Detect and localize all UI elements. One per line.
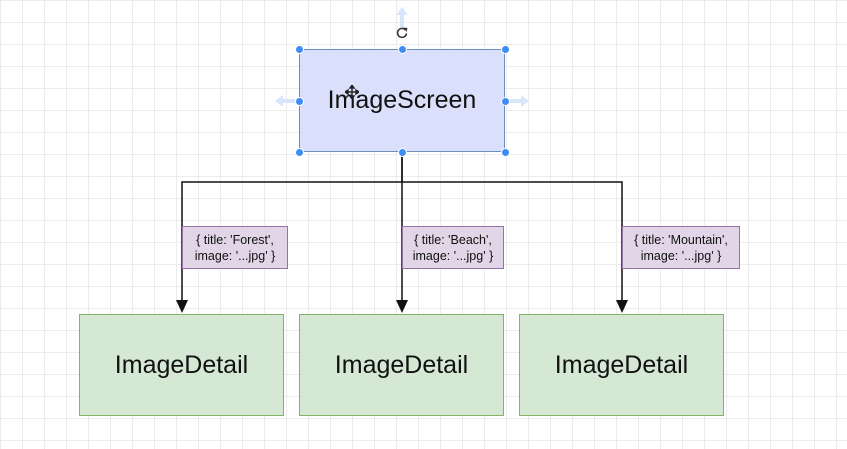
edge-label-mountain[interactable]: { title: 'Mountain', image: '...jpg' } [622,226,740,269]
image-detail-node[interactable]: ImageDetail [299,314,504,416]
rotate-icon[interactable] [395,26,409,40]
selection-handle[interactable] [295,97,304,106]
edge-label-line: image: '...jpg' } [640,248,722,263]
selection-handle[interactable] [398,148,407,157]
edge-label-line: { title: 'Beach', [414,232,492,247]
selection-handle[interactable] [295,148,304,157]
arrowhead-forest [176,300,188,313]
hover-arrow-icon[interactable] [274,93,296,109]
image-detail-node[interactable]: ImageDetail [79,314,284,416]
image-detail-label: ImageDetail [114,350,249,379]
edge-label-forest[interactable]: { title: 'Forest', image: '...jpg' } [182,226,288,269]
image-detail-label: ImageDetail [334,350,469,379]
hover-arrow-icon[interactable] [394,6,410,28]
arrowhead-mountain [616,300,628,313]
selection-handle[interactable] [295,45,304,54]
edge-label-line: { title: 'Forest', [196,232,274,247]
arrowhead-beach [396,300,408,313]
hover-arrow-icon[interactable] [508,93,530,109]
selection-handle[interactable] [398,45,407,54]
selection-handle[interactable] [501,45,510,54]
edge-label-line: image: '...jpg' } [194,248,276,263]
image-screen-node[interactable]: ImageScreen [299,49,505,152]
edge-label-line: image: '...jpg' } [412,248,494,263]
selection-handle[interactable] [501,148,510,157]
move-cursor-icon [345,85,359,99]
image-detail-node[interactable]: ImageDetail [519,314,724,416]
selection-handle[interactable] [501,97,510,106]
image-detail-label: ImageDetail [554,350,689,379]
edge-label-line: { title: 'Mountain', [634,232,728,247]
edge-label-beach[interactable]: { title: 'Beach', image: '...jpg' } [402,226,504,269]
